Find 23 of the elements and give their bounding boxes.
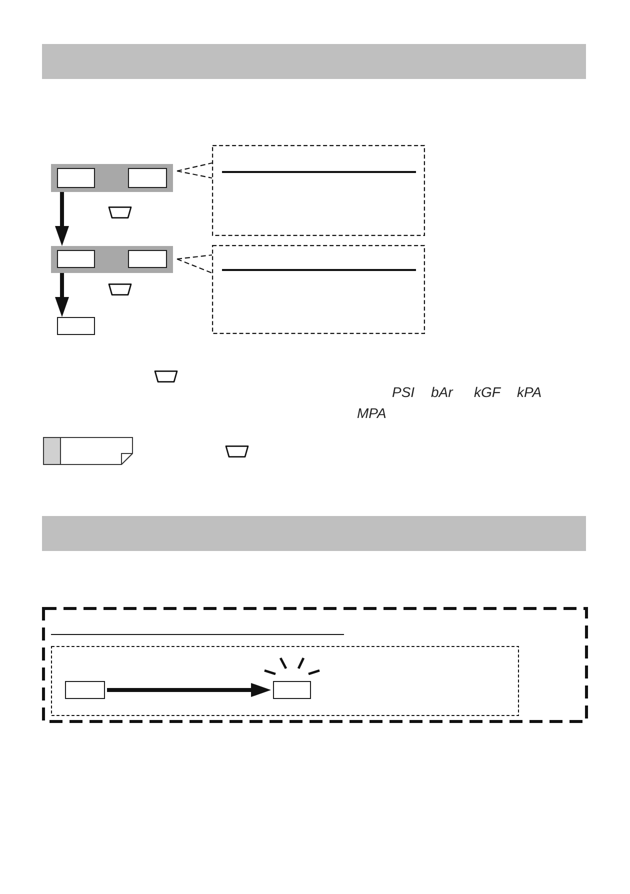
callout-leader [176, 254, 213, 274]
blank-box [128, 168, 167, 188]
display-bar [51, 164, 173, 192]
blank-box [65, 681, 105, 699]
blank-box [57, 317, 95, 335]
blank-box [128, 250, 167, 268]
unit-label: PSI [392, 385, 415, 399]
blank-box [57, 168, 95, 188]
blank-box [57, 250, 95, 268]
unit-label: bAr [431, 385, 453, 399]
arrow [55, 273, 69, 317]
callout-frame [212, 245, 425, 334]
unit-label: MPA [357, 406, 386, 420]
dotted-frame [51, 646, 519, 716]
dashed-frame [42, 607, 588, 723]
unit-label: kPA [517, 385, 542, 399]
display-bar [51, 246, 173, 273]
arrow [107, 683, 271, 697]
unit-label: kGF [474, 385, 500, 399]
callout-frame [212, 145, 425, 236]
callout-leader [176, 162, 213, 179]
arrow [55, 192, 69, 246]
blank-box [273, 681, 311, 699]
